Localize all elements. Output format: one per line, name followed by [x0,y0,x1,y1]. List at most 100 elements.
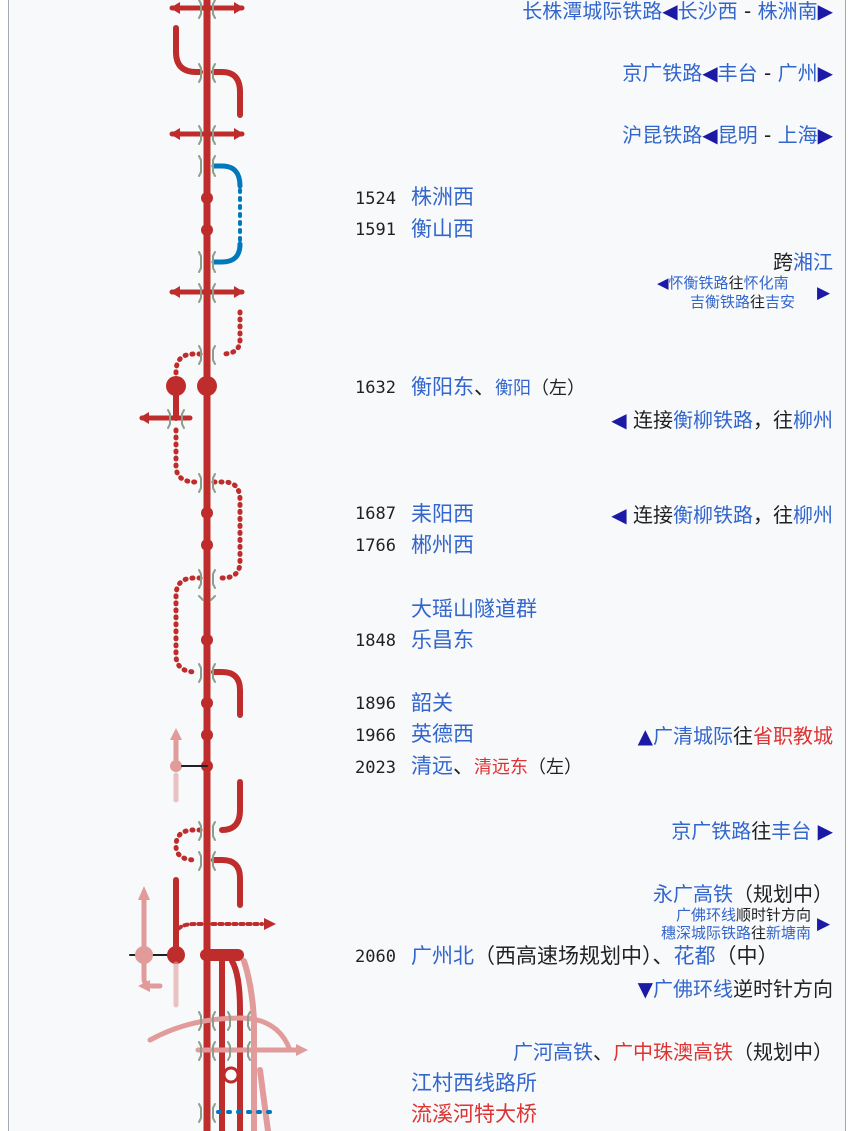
link-kunming[interactable]: 昆明 [717,123,758,147]
link-huaihuanan[interactable]: 怀化南 [743,274,789,292]
station-qingyuan: 清远、清远东（左） [411,756,582,777]
link-fengtai[interactable]: 丰台 [717,61,758,85]
km-yingdexi: 1966 [355,726,396,746]
station-yingdexi[interactable]: 英德西 [411,722,474,746]
km-leiyangxi: 1687 [355,504,396,524]
arrow-left-icon: ◀ [611,503,627,527]
link-liuzhou[interactable]: 柳州 [793,408,833,432]
arrow-down-icon: ▼ [637,977,653,1001]
km-qingyuan: 2023 [355,758,396,778]
route-diagram-panel [8,0,846,1131]
link-huaiheng[interactable]: 怀衡铁路 [668,274,729,292]
row-guangqing: ▲广清城际往省职教城 [638,726,833,746]
to-text: 往 [751,819,772,843]
to-text: 往 [750,293,766,311]
link-shanghai[interactable]: 上海 [777,123,818,147]
km-chenzhouxi: 1766 [355,536,396,556]
link-changzhutan[interactable]: 长株潭城际铁路 [522,0,663,23]
arrow-right-icon: ▶ [817,283,831,303]
row-suishen: 穗深城际铁路往新塘南 [661,926,811,941]
arrow-right-icon: ▶ [817,819,833,843]
row-huaiheng: ◀怀衡铁路往怀化南 [657,276,789,291]
connect-text: 连接 [633,503,673,527]
link-hengliu[interactable]: 衡柳铁路 [673,408,753,432]
link-suishen[interactable]: 穗深城际铁路 [660,924,751,942]
to-text: 往 [728,274,744,292]
row-changzhutan: 长株潭城际铁路◀长沙西 - 株洲南▶ [522,1,833,21]
station-zhuzhouxi[interactable]: 株洲西 [411,185,474,209]
link-shengzhijiaocheng[interactable]: 省职教城 [753,724,833,748]
link-liuzhou[interactable]: 柳州 [793,503,833,527]
dash-text: - [737,0,758,23]
to-text: 往 [733,724,753,748]
link-zhuzhounan[interactable]: 株洲南 [757,0,818,23]
arrow-left-icon: ◀ [657,274,669,292]
note-planned: （西高速场规划中） [474,944,653,968]
station-leiyangxi[interactable]: 耒阳西 [411,502,474,526]
km-guangzhoubei: 2060 [355,947,396,967]
note-left: （左） [531,378,585,399]
link-hukun[interactable]: 沪昆铁路 [622,123,703,147]
station-shaoguan[interactable]: 韶关 [411,691,453,715]
km-lechangdong: 1848 [355,631,396,651]
dash-text: - [757,123,778,147]
row-connect-hengliu-1: ◀ 连接衡柳铁路，往柳州 [611,410,833,430]
station-qingyuandong[interactable]: 清远东 [474,757,528,778]
station-hengyangdong-name[interactable]: 衡阳东 [411,375,474,399]
bridge-liuxihe[interactable]: 流溪河特大桥 [411,1102,537,1126]
link-jian[interactable]: 吉安 [765,293,796,311]
arrow-right-icon: ▶ [817,914,831,934]
sep: 、 [593,1040,613,1064]
link-yongguang[interactable]: 永广高铁 [653,882,733,906]
station-hengyang[interactable]: 衡阳 [495,378,531,399]
km-hengyangdong: 1632 [355,378,396,398]
link-jiheng[interactable]: 吉衡铁路 [690,293,751,311]
link-changshaxi[interactable]: 长沙西 [677,0,738,23]
connect-text: 连接 [633,408,673,432]
km-shaoguan: 1896 [355,694,396,714]
row-guangfo-cw: 广佛环线顺时针方向 [676,908,811,923]
arrow-right-icon: ▶ [817,61,833,85]
to-text: 往 [750,924,766,942]
arrow-left-icon: ◀ [662,0,678,23]
sep: 、 [474,375,495,399]
station-huadu[interactable]: 花都 [673,944,716,968]
station-guangzhoubei: 广州北（西高速场规划中）、花都（中） [411,946,779,967]
junction-jiangcunxi[interactable]: 江村西线路所 [411,1071,537,1095]
link-xiangjiang[interactable]: 湘江 [793,250,833,274]
row-guangfo-ccw: ▼广佛环线逆时针方向 [638,979,833,999]
link-jingguang[interactable]: 京广铁路 [622,61,703,85]
station-qingyuan-name[interactable]: 清远 [411,754,453,778]
arrow-left-icon: ◀ [702,61,718,85]
link-jingguang[interactable]: 京广铁路 [671,819,752,843]
link-guangqing[interactable]: 广清城际 [653,724,733,748]
link-hengliu[interactable]: 衡柳铁路 [673,503,753,527]
station-chenzhouxi[interactable]: 郴州西 [411,533,474,557]
row-yongguang: 永广高铁（规划中） [653,884,833,904]
arrow-left-icon: ◀ [702,123,718,147]
link-fengtai[interactable]: 丰台 [771,819,812,843]
km-hengshanxi: 1591 [355,220,396,240]
station-guangzhoubei-name[interactable]: 广州北 [411,944,474,968]
row-hukun: 沪昆铁路◀昆明 - 上海▶ [622,125,833,145]
row-connect-hengliu-2: ◀ 连接衡柳铁路，往柳州 [611,505,833,525]
row-jiheng: 吉衡铁路往吉安 [690,295,795,310]
link-guangfo[interactable]: 广佛环线 [675,906,736,924]
arrow-right-icon: ▶ [817,123,833,147]
arrow-left-icon: ◀ [611,408,627,432]
note-left: （左） [528,757,582,778]
station-hengshanxi[interactable]: 衡山西 [411,217,474,241]
link-guanghe[interactable]: 广河高铁 [513,1040,593,1064]
tunnel-dayaoshan[interactable]: 大瑶山隧道群 [411,597,537,621]
link-xintangnan[interactable]: 新塘南 [765,924,811,942]
direction-text: 逆时针方向 [733,977,833,1001]
link-guangzhou[interactable]: 广州 [777,61,818,85]
note-planned: （规划中） [733,1040,833,1064]
km-zhuzhouxi: 1524 [355,189,396,209]
link-guangzhongzhuao[interactable]: 广中珠澳高铁 [613,1040,733,1064]
station-lechangdong[interactable]: 乐昌东 [411,628,474,652]
link-guangfo[interactable]: 广佛环线 [653,977,733,1001]
arrow-right-icon: ▶ [817,0,833,23]
direction-text: 顺时针方向 [735,906,811,924]
